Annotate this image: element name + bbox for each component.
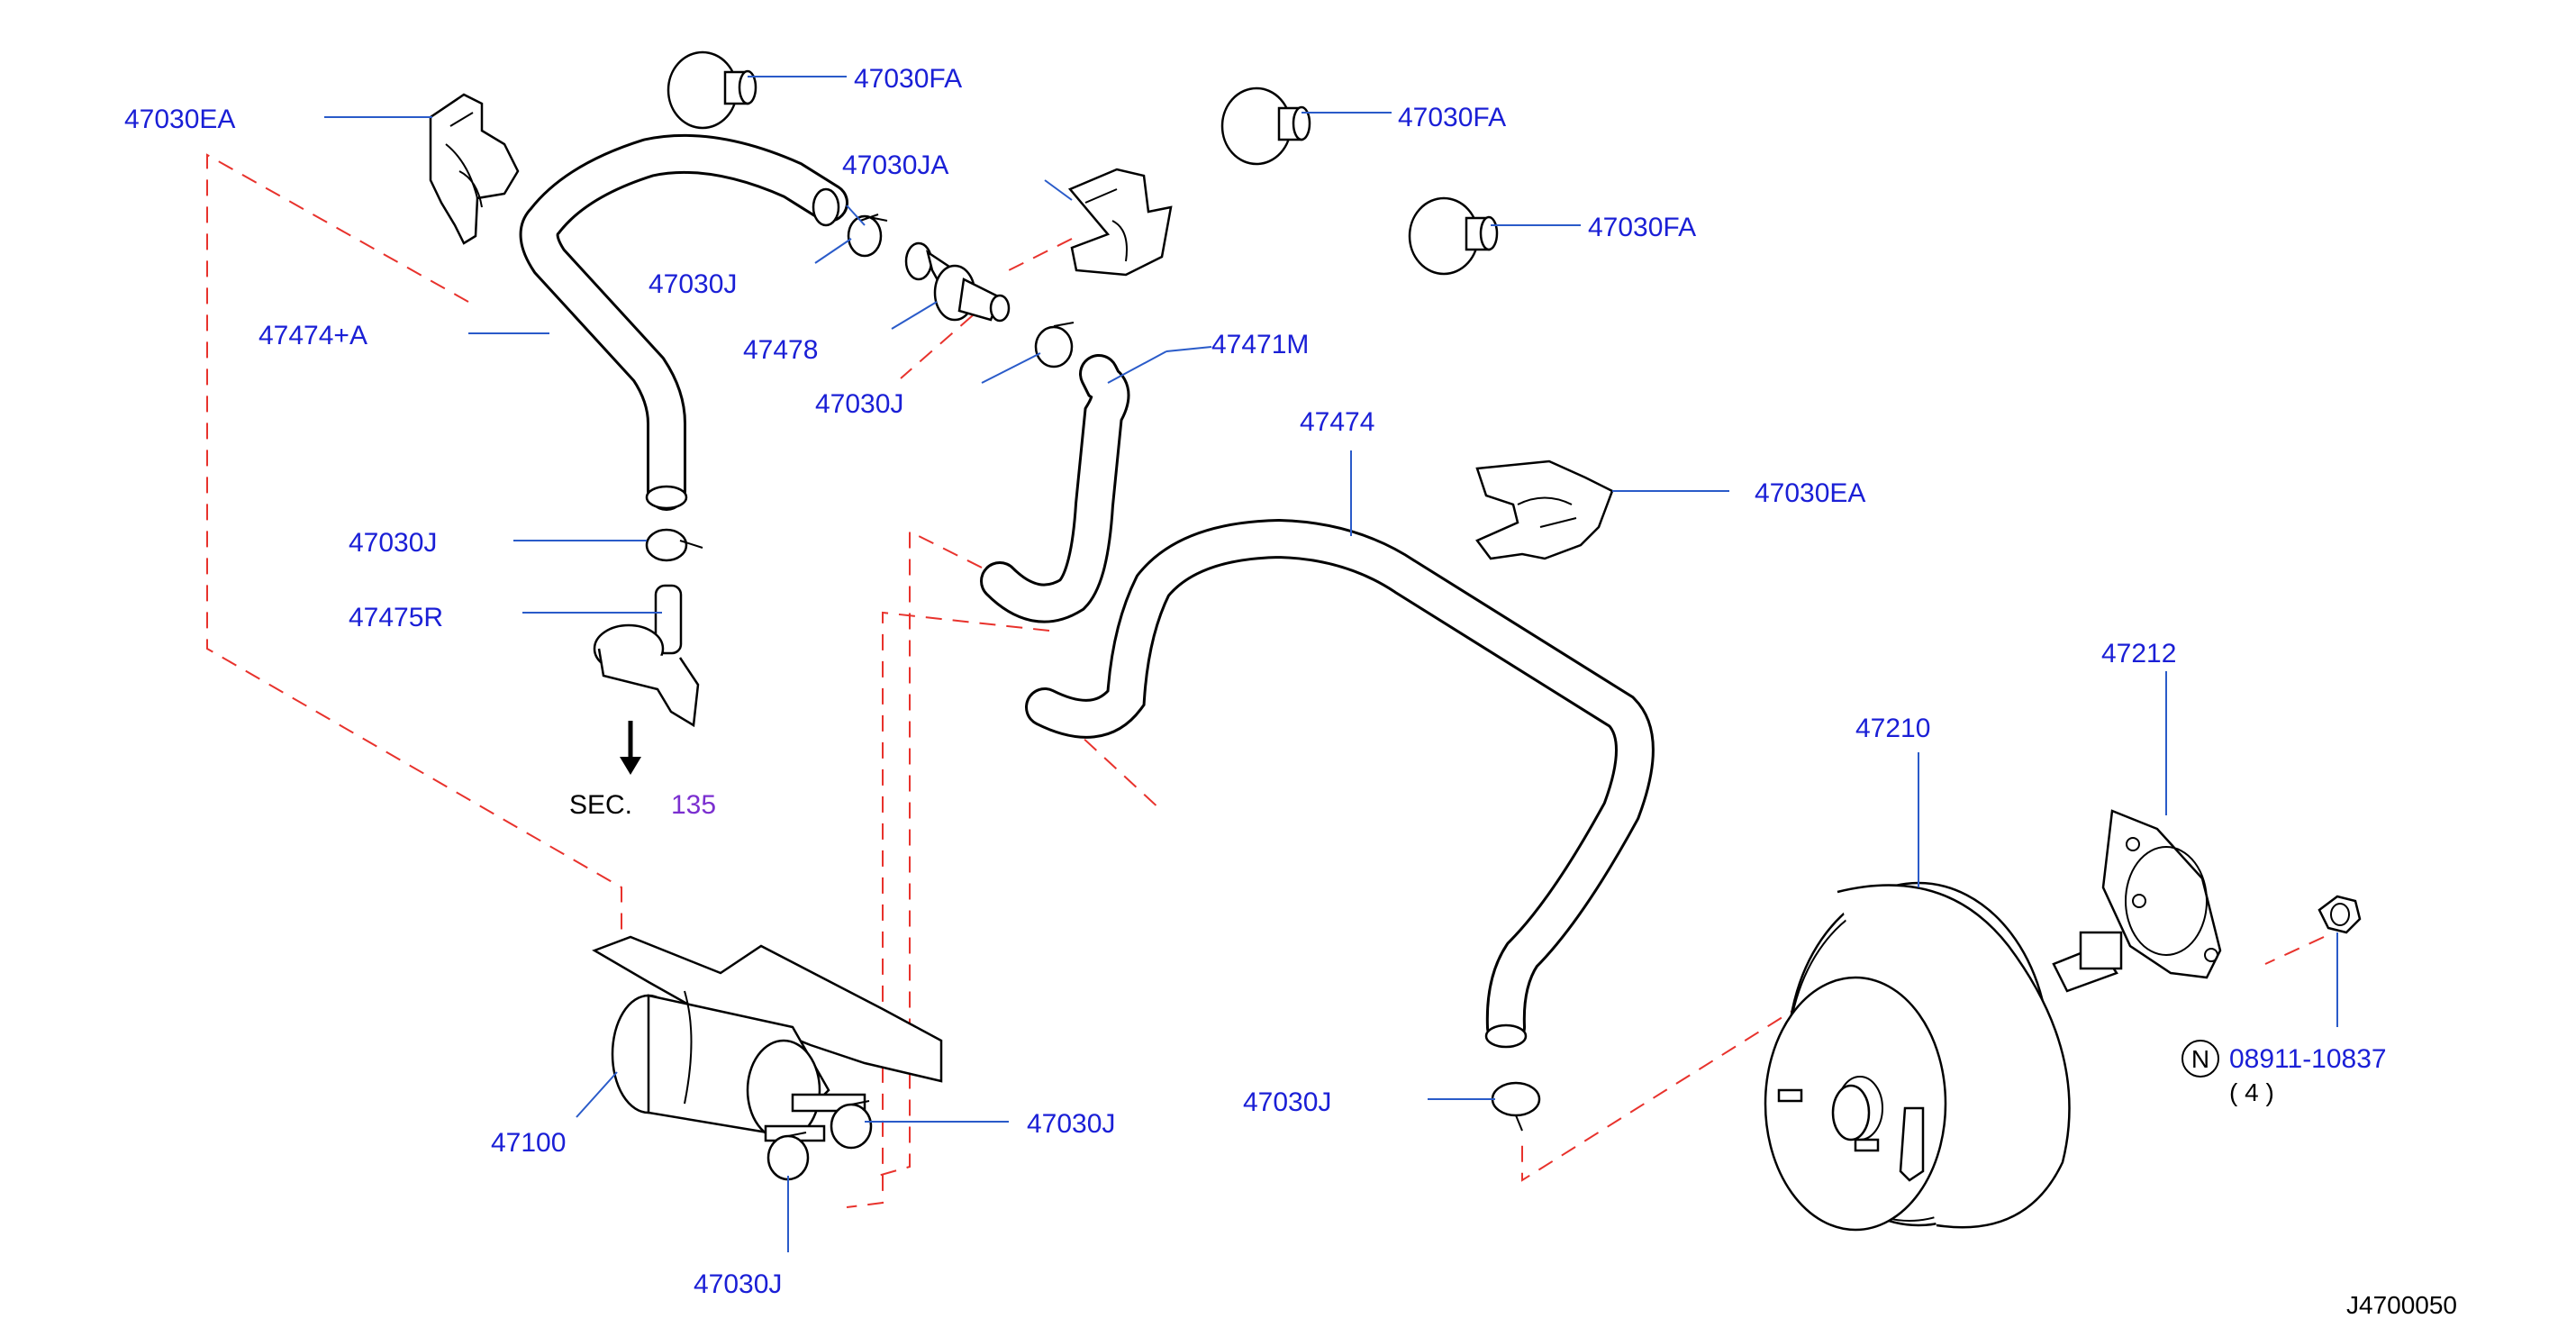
label-clamp-j-5: 47030J bbox=[694, 1269, 782, 1299]
gasket-part bbox=[2101, 809, 2222, 979]
clip-ea-right-part bbox=[1475, 459, 1614, 560]
grommet-fa-2-part bbox=[1220, 86, 1311, 166]
label-sec-num: 135 bbox=[671, 790, 716, 820]
label-sec: SEC. bbox=[569, 790, 632, 820]
label-valve: 47478 bbox=[743, 335, 818, 365]
label-nut-qty: ( 4 ) bbox=[2229, 1078, 2274, 1106]
hose-main-part bbox=[1025, 518, 1655, 1049]
label-tank: 47100 bbox=[491, 1128, 566, 1158]
sec-arrow-icon bbox=[620, 721, 641, 775]
label-clip-ea-right: 47030EA bbox=[1755, 478, 1865, 508]
label-clamp-j-6: 47030J bbox=[1243, 1087, 1331, 1117]
nut-symbol-icon bbox=[2181, 1040, 2219, 1078]
hose-m-part bbox=[980, 354, 1130, 623]
label-gasket: 47212 bbox=[2101, 639, 2176, 668]
clip-ja-part bbox=[1067, 168, 1173, 277]
label-grommet-fa-2: 47030FA bbox=[1398, 103, 1506, 132]
label-booster: 47210 bbox=[1855, 714, 1930, 743]
grommet-fa-3-part bbox=[1408, 196, 1499, 276]
clamp-j-1-part bbox=[847, 214, 888, 258]
label-hose-r: 47475R bbox=[349, 603, 443, 632]
hose-r-part bbox=[593, 584, 700, 728]
nut-part bbox=[2317, 895, 2362, 934]
clamp-j-2-part bbox=[1034, 322, 1075, 368]
label-grommet-fa-1: 47030FA bbox=[854, 64, 962, 94]
valve-part bbox=[904, 241, 1011, 323]
label-clamp-j-3: 47030J bbox=[349, 528, 437, 558]
booster-part bbox=[1764, 881, 2123, 1232]
leader-lines bbox=[324, 76, 2338, 1252]
grommet-fa-1-part bbox=[667, 50, 757, 130]
label-nut: 08911-10837 bbox=[2229, 1044, 2387, 1074]
label-clamp-j-1: 47030J bbox=[649, 269, 737, 299]
label-grommet-fa-3: 47030FA bbox=[1588, 213, 1696, 242]
label-reference: J4700050 bbox=[2346, 1291, 2457, 1319]
reference-dash-lines bbox=[206, 153, 2325, 1208]
hose-a-part bbox=[519, 133, 848, 511]
label-clamp-j-2: 47030J bbox=[815, 389, 903, 419]
label-hose-a: 47474+A bbox=[259, 321, 367, 350]
clamp-j-3-part bbox=[645, 528, 703, 562]
label-hose-m: 47471M bbox=[1211, 330, 1309, 359]
clamp-j-4-part bbox=[830, 1100, 873, 1150]
label-clamp-ja: 47030JA bbox=[842, 150, 948, 180]
label-nut-symbol: N bbox=[2191, 1045, 2209, 1073]
label-hose-main: 47474 bbox=[1300, 407, 1374, 437]
label-clamp-j-4: 47030J bbox=[1027, 1109, 1115, 1139]
label-clip-ea-top: 47030EA bbox=[124, 105, 235, 134]
clip-ea-top-part bbox=[429, 93, 520, 245]
clamp-j-6-part bbox=[1491, 1081, 1541, 1132]
tank-part bbox=[592, 935, 943, 1142]
